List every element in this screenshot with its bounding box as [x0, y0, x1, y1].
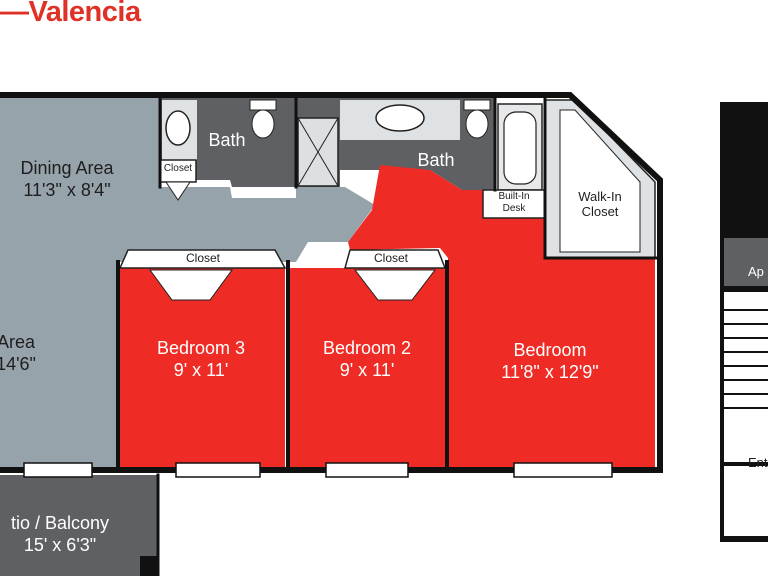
bedroom-2-floor — [290, 268, 445, 468]
window-bedroom — [513, 462, 613, 478]
toilet-1 — [249, 99, 277, 139]
sink-2 — [375, 104, 425, 132]
patio-balcony-floor — [0, 475, 158, 576]
bedroom-3-floor — [120, 268, 285, 468]
bath-1-label: Bath — [208, 130, 246, 150]
sink-1 — [165, 110, 191, 146]
bedroom-3-size: 9' x 11' — [173, 359, 229, 380]
bath-2-label: Bath — [417, 150, 455, 170]
dining-area-label: Dining Area 11'3" x 8'4" — [12, 158, 122, 201]
small-closet-label: Closet — [163, 163, 193, 174]
dining-area-size: 11'3" x 8'4" — [23, 179, 111, 200]
bedroom-label: Bedroom 11'8" x 12'9" — [480, 340, 620, 383]
living-area-name: Area — [0, 332, 36, 352]
bedroom-size: 11'8" x 12'9" — [501, 361, 599, 382]
toilet-2 — [463, 99, 491, 139]
closet-b3-box — [118, 249, 287, 269]
closet-b2-label: Closet — [373, 251, 408, 265]
closet-b3-label: Closet — [185, 251, 220, 265]
window-living — [23, 462, 93, 478]
stair-inset — [720, 102, 768, 542]
walk-in-closet-label: Walk-In Closet — [578, 189, 622, 219]
bedroom-name: Bedroom — [513, 340, 587, 360]
patio-label: tio / Balcony 15' x 6'3" — [0, 513, 120, 556]
bedroom-2-name: Bedroom 2 — [322, 338, 412, 358]
dining-living-area — [0, 95, 375, 468]
inset-apartment-label: Ap — [748, 264, 764, 279]
bedroom-2-label: Bedroom 2 9' x 11' — [302, 338, 432, 381]
living-area-label: Area 14'6" — [0, 332, 56, 375]
page-title: —Valencia — [0, 0, 141, 28]
bedroom-3-label: Bedroom 3 9' x 11' — [136, 338, 266, 381]
small-closet-door — [165, 181, 191, 201]
desk-label: Built-In Desk — [498, 191, 530, 214]
master-bedroom-floor — [348, 165, 655, 468]
walls — [0, 92, 663, 576]
window-bedroom-3 — [175, 462, 261, 478]
dining-area-name: Dining Area — [20, 158, 114, 178]
bedroom-2-size: 9' x 11' — [339, 359, 395, 380]
living-area-size: 14'6" — [0, 353, 36, 374]
bedroom-3-name: Bedroom 3 — [156, 338, 246, 358]
inset-entry-label: Ent — [748, 455, 768, 470]
patio-name: tio / Balcony — [10, 513, 110, 533]
patio-size: 15' x 6'3" — [23, 534, 97, 555]
walk-in-closet-inner — [559, 109, 641, 253]
window-bedroom-2 — [325, 462, 409, 478]
